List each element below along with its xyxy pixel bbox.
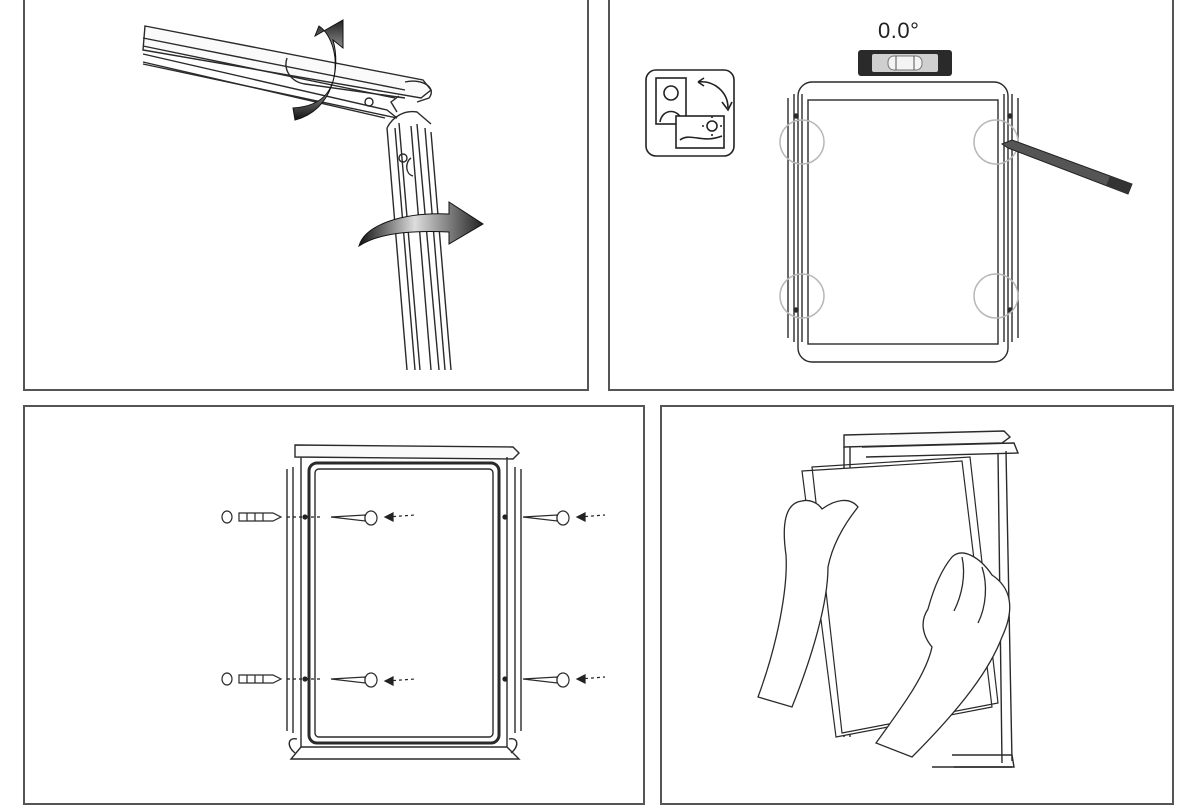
step-2-level-and-mark-panel: 0.0°	[608, 0, 1174, 391]
step-3-illustration	[221, 444, 606, 760]
step-4-illustration	[757, 430, 1020, 768]
orientation-swap-icon	[645, 69, 735, 157]
wall-plug-icon	[221, 510, 283, 686]
open-snap-frame	[286, 444, 522, 760]
swing-arrow-icon	[358, 201, 484, 248]
side-frame-profile	[386, 95, 452, 371]
level-reading-label: 0.0°	[878, 18, 920, 43]
step-4-insert-poster-panel	[660, 405, 1174, 805]
pencil-icon	[1000, 139, 1133, 195]
spirit-level-icon	[858, 50, 952, 76]
step-1-illustration	[142, 19, 484, 371]
screw-icon	[330, 510, 570, 688]
step-2-illustration	[645, 50, 1133, 363]
top-frame-profile	[142, 25, 432, 119]
rotate-arrow-icon	[292, 19, 344, 121]
insert-direction-arrows	[287, 512, 606, 686]
hands-illustration	[757, 499, 1011, 758]
step-1-open-profile-panel	[23, 0, 589, 391]
step-3-mount-panel	[23, 405, 645, 805]
